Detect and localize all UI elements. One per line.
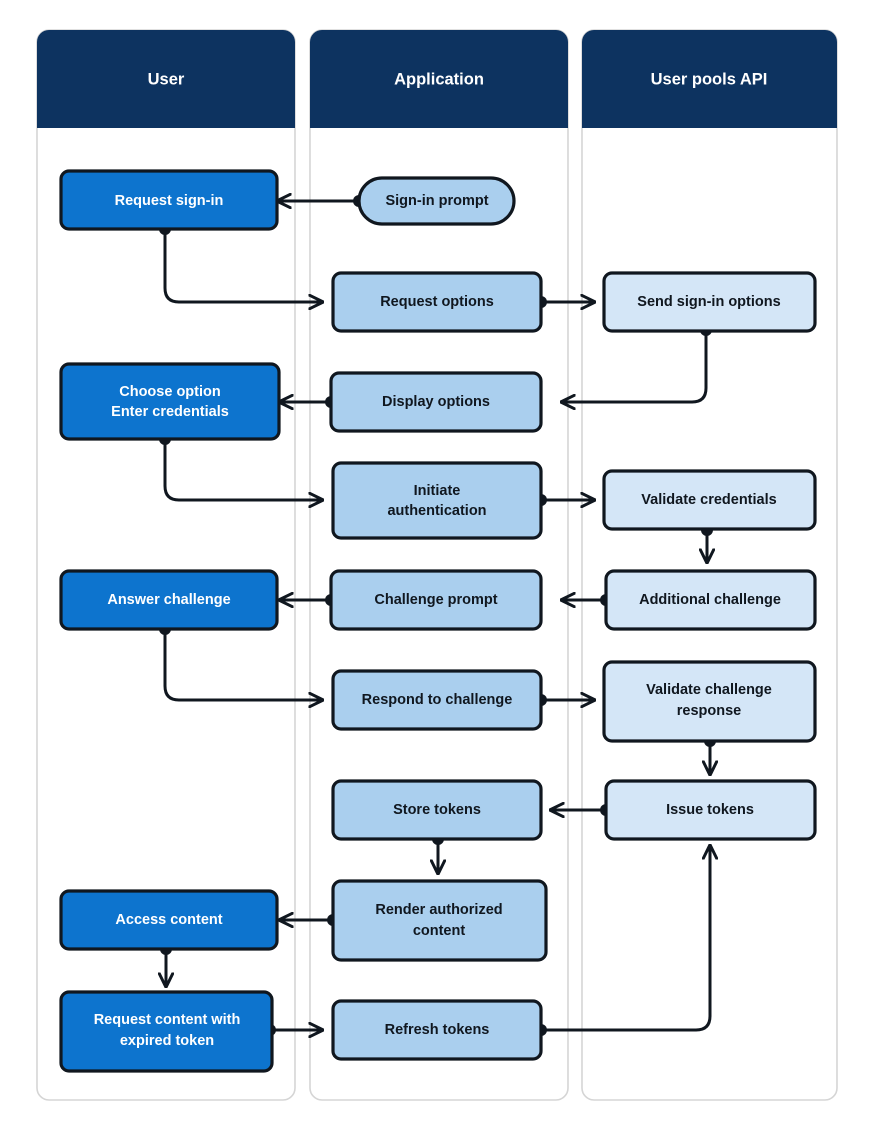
node-validate-credentials-box[interactable] xyxy=(602,469,817,531)
node-answer-challenge-box[interactable] xyxy=(59,569,279,631)
lane-title-application: Application xyxy=(394,70,484,88)
node-request-content-expired-token-line1: Request content with xyxy=(94,1012,241,1028)
node-initiate-authentication-line2: authentication xyxy=(387,503,486,519)
node-send-sign-in-options-label: Send sign-in options xyxy=(637,294,780,310)
node-sign-in-prompt-oval[interactable] xyxy=(357,176,516,226)
node-validate-challenge-response-line1: Validate challenge xyxy=(646,682,772,698)
node-validate-challenge-response[interactable]: Validate challenge response xyxy=(602,660,817,743)
node-request-options-box[interactable] xyxy=(331,271,543,333)
node-refresh-tokens-label: Refresh tokens xyxy=(385,1022,490,1038)
node-render-authorized-content[interactable]: Render authorized content xyxy=(331,879,548,962)
node-respond-to-challenge-box[interactable] xyxy=(331,669,543,731)
node-choose-option-enter-credentials-box[interactable] xyxy=(59,362,281,441)
node-display-options-label: Display options xyxy=(382,394,490,410)
lane-header-api xyxy=(582,30,837,128)
node-validate-challenge-response-box[interactable] xyxy=(602,660,817,743)
node-additional-challenge-label: Additional challenge xyxy=(639,592,781,608)
node-request-options[interactable]: Request options xyxy=(331,271,543,333)
lane-header-user xyxy=(37,30,295,128)
lane-title-api: User pools API xyxy=(651,70,768,88)
node-request-content-expired-token[interactable]: Request content with expired token xyxy=(59,990,274,1073)
node-render-authorized-content-line1: Render authorized xyxy=(375,902,502,918)
node-access-content-label: Access content xyxy=(115,912,222,928)
node-sign-in-prompt-label: Sign-in prompt xyxy=(385,193,488,209)
node-display-options-box[interactable] xyxy=(329,371,543,433)
lane-user: User xyxy=(36,29,296,1101)
node-choose-option-enter-credentials[interactable]: Choose option Enter credentials xyxy=(59,362,281,441)
edge-send-signin-options-to-display-options xyxy=(561,331,708,402)
node-validate-challenge-response-line2: response xyxy=(677,703,741,719)
node-request-sign-in-label: Request sign-in xyxy=(115,193,224,209)
node-challenge-prompt-label: Challenge prompt xyxy=(374,592,497,608)
node-send-sign-in-options-box[interactable] xyxy=(602,271,817,333)
edge-refresh-tokens-to-issue-tokens xyxy=(543,845,710,1032)
node-issue-tokens-label: Issue tokens xyxy=(666,802,754,818)
node-choose-option-line1: Choose option xyxy=(119,384,221,400)
node-initiate-authentication-box[interactable] xyxy=(331,461,543,540)
node-initiate-authentication-line1: Initiate xyxy=(414,483,461,499)
node-choose-option-line2: Enter credentials xyxy=(111,404,229,420)
node-store-tokens-box[interactable] xyxy=(331,779,543,841)
node-validate-credentials-label: Validate credentials xyxy=(641,492,776,508)
node-issue-tokens-box[interactable] xyxy=(604,779,817,841)
node-request-sign-in[interactable]: Request sign-in xyxy=(59,169,279,231)
node-issue-tokens[interactable]: Issue tokens xyxy=(604,779,817,841)
node-additional-challenge[interactable]: Additional challenge xyxy=(604,569,817,631)
node-refresh-tokens-box[interactable] xyxy=(331,999,543,1061)
node-render-authorized-content-line2: content xyxy=(413,923,466,939)
node-store-tokens[interactable]: Store tokens xyxy=(331,779,543,841)
node-request-options-label: Request options xyxy=(380,294,494,310)
node-refresh-tokens[interactable]: Refresh tokens xyxy=(331,999,543,1061)
node-display-options[interactable]: Display options xyxy=(329,371,543,433)
node-validate-credentials[interactable]: Validate credentials xyxy=(602,469,817,531)
node-request-content-expired-token-box[interactable] xyxy=(59,990,274,1073)
lane-header-application xyxy=(310,30,568,128)
node-store-tokens-label: Store tokens xyxy=(393,802,481,818)
node-request-content-expired-token-line2: expired token xyxy=(120,1033,214,1049)
edge-request-signin-to-request-options xyxy=(163,230,323,302)
node-respond-to-challenge[interactable]: Respond to challenge xyxy=(331,669,543,731)
node-access-content-box[interactable] xyxy=(59,889,279,951)
node-answer-challenge[interactable]: Answer challenge xyxy=(59,569,279,631)
node-additional-challenge-box[interactable] xyxy=(604,569,817,631)
node-send-sign-in-options[interactable]: Send sign-in options xyxy=(602,271,817,333)
node-render-authorized-content-box[interactable] xyxy=(331,879,548,962)
node-answer-challenge-label: Answer challenge xyxy=(107,592,230,608)
node-challenge-prompt[interactable]: Challenge prompt xyxy=(329,569,543,631)
edge-choose-option-to-initiate-authentication xyxy=(163,440,323,500)
node-request-sign-in-box[interactable] xyxy=(59,169,279,231)
edge-answer-challenge-to-respond-to-challenge xyxy=(163,630,323,700)
node-respond-to-challenge-label: Respond to challenge xyxy=(362,692,513,708)
node-sign-in-prompt[interactable]: Sign-in prompt xyxy=(357,176,516,226)
node-initiate-authentication[interactable]: Initiate authentication xyxy=(331,461,543,540)
node-access-content[interactable]: Access content xyxy=(59,889,279,951)
node-challenge-prompt-box[interactable] xyxy=(329,569,543,631)
lane-title-user: User xyxy=(148,70,185,88)
